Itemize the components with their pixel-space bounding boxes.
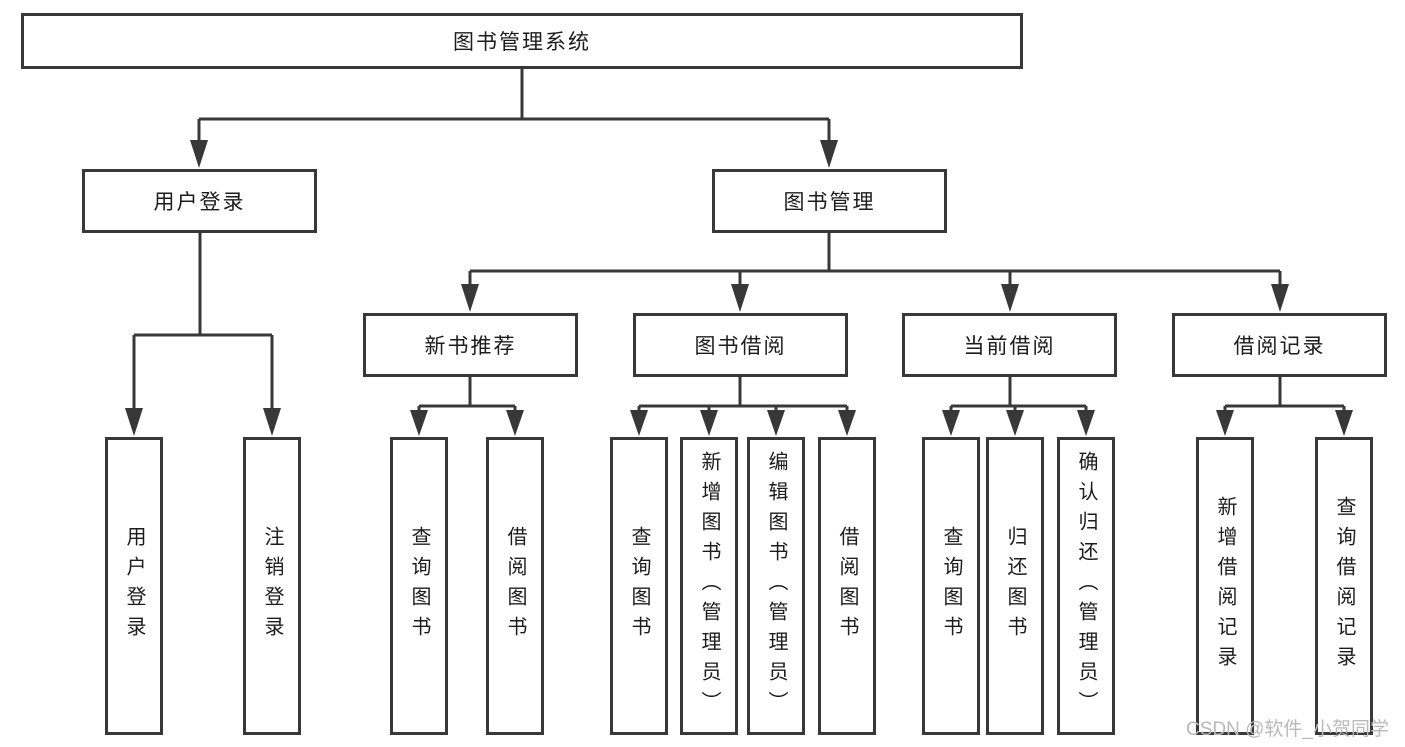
- leaf-edit-books-admin: 编辑图书（管理员）: [747, 437, 805, 735]
- edges-book-management: [461, 232, 1289, 312]
- node-book-management-label: 图书管理: [783, 191, 876, 214]
- node-book-borrowing: 图书借阅: [633, 313, 848, 377]
- leaf-query-books-recommend: 查询图书: [390, 437, 448, 735]
- leaf-confirm-return-admin-label: 确认归还（管理员）: [1075, 451, 1097, 721]
- leaf-query-books-recommend-label: 查询图书: [408, 526, 430, 646]
- leaf-logout: 注销登录: [243, 437, 301, 735]
- leaf-borrow-books: 借阅图书: [818, 437, 876, 735]
- leaf-query-books-borrowing-label: 查询图书: [628, 526, 650, 646]
- node-user-login-label: 用户登录: [153, 191, 246, 214]
- node-book-borrowing-label: 图书借阅: [694, 335, 787, 358]
- leaf-confirm-return-admin: 确认归还（管理员）: [1057, 437, 1115, 735]
- edges-root: [190, 68, 838, 168]
- node-root-label: 图书管理系统: [453, 31, 591, 54]
- node-root: 图书管理系统: [21, 13, 1023, 69]
- edges-new-book-recommend: [410, 376, 524, 436]
- leaf-borrow-books-recommend: 借阅图书: [486, 437, 544, 735]
- edges-user-login: [125, 232, 281, 436]
- edges-current-borrowing: [942, 376, 1095, 436]
- node-new-book-recommend: 新书推荐: [363, 313, 578, 377]
- edges-book-borrowing: [630, 376, 856, 436]
- node-borrowing-records: 借阅记录: [1172, 313, 1387, 377]
- node-new-book-recommend-label: 新书推荐: [424, 335, 517, 358]
- leaf-query-books-current-label: 查询图书: [940, 526, 962, 646]
- leaf-user-login: 用户登录: [105, 437, 163, 735]
- leaf-logout-label: 注销登录: [261, 526, 283, 646]
- leaf-add-books-admin-label: 新增图书（管理员）: [698, 451, 720, 721]
- leaf-query-borrow-record-label: 查询借阅记录: [1333, 496, 1355, 676]
- leaf-query-books-borrowing: 查询图书: [610, 437, 668, 735]
- csdn-watermark: CSDN @软件_小贺同学: [1186, 719, 1389, 740]
- leaf-query-books-current: 查询图书: [922, 437, 980, 735]
- node-current-borrowing: 当前借阅: [902, 313, 1117, 377]
- leaf-add-books-admin: 新增图书（管理员）: [680, 437, 738, 735]
- leaf-borrow-books-recommend-label: 借阅图书: [504, 526, 526, 646]
- leaf-edit-books-admin-label: 编辑图书（管理员）: [765, 451, 787, 721]
- leaf-query-borrow-record: 查询借阅记录: [1315, 437, 1373, 735]
- leaf-add-borrow-record-label: 新增借阅记录: [1214, 496, 1236, 676]
- leaf-user-login-label: 用户登录: [123, 526, 145, 646]
- node-user-login: 用户登录: [82, 169, 317, 233]
- leaf-return-books: 归还图书: [986, 437, 1044, 735]
- node-book-management: 图书管理: [712, 169, 947, 233]
- leaf-return-books-label: 归还图书: [1004, 526, 1026, 646]
- node-borrowing-records-label: 借阅记录: [1233, 335, 1326, 358]
- leaf-add-borrow-record: 新增借阅记录: [1196, 437, 1254, 735]
- edges-borrowing-records: [1216, 376, 1353, 436]
- leaf-borrow-books-label: 借阅图书: [836, 526, 858, 646]
- node-current-borrowing-label: 当前借阅: [963, 335, 1056, 358]
